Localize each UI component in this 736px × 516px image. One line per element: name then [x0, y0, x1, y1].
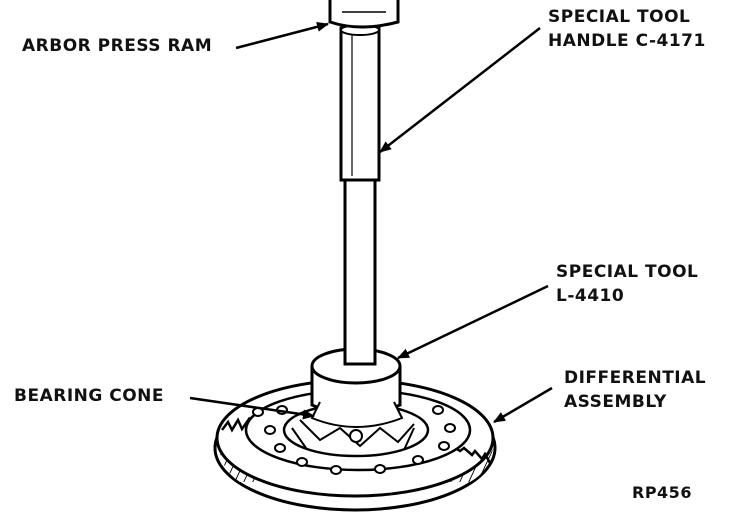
label-bearing-cone: BEARING CONE [14, 386, 165, 406]
label-tool-line1: SPECIAL TOOL [556, 262, 699, 282]
arbor-press-ram [328, 0, 400, 29]
arrow-differential [493, 386, 553, 424]
special-tool-handle-c4171 [339, 24, 381, 366]
label-differential-line2: ASSEMBLY [564, 392, 667, 412]
label-handle-line2: HANDLE C-4171 [548, 31, 706, 51]
leader-arrows [189, 21, 553, 424]
special-tool-l4410 [310, 347, 404, 428]
label-tool-line2: L-4410 [556, 286, 625, 306]
arrow-bearing-cone [189, 396, 315, 420]
arrow-tool-l4410 [397, 284, 549, 360]
label-differential-line1: DIFFERENTIAL [564, 368, 707, 388]
arrow-arbor-press-ram [235, 21, 329, 50]
label-arbor-press-ram: ARBOR PRESS RAM [22, 36, 213, 56]
figure-reference: RP456 [632, 483, 692, 502]
arrow-handle [379, 27, 541, 153]
label-handle-line1: SPECIAL TOOL [548, 7, 691, 27]
